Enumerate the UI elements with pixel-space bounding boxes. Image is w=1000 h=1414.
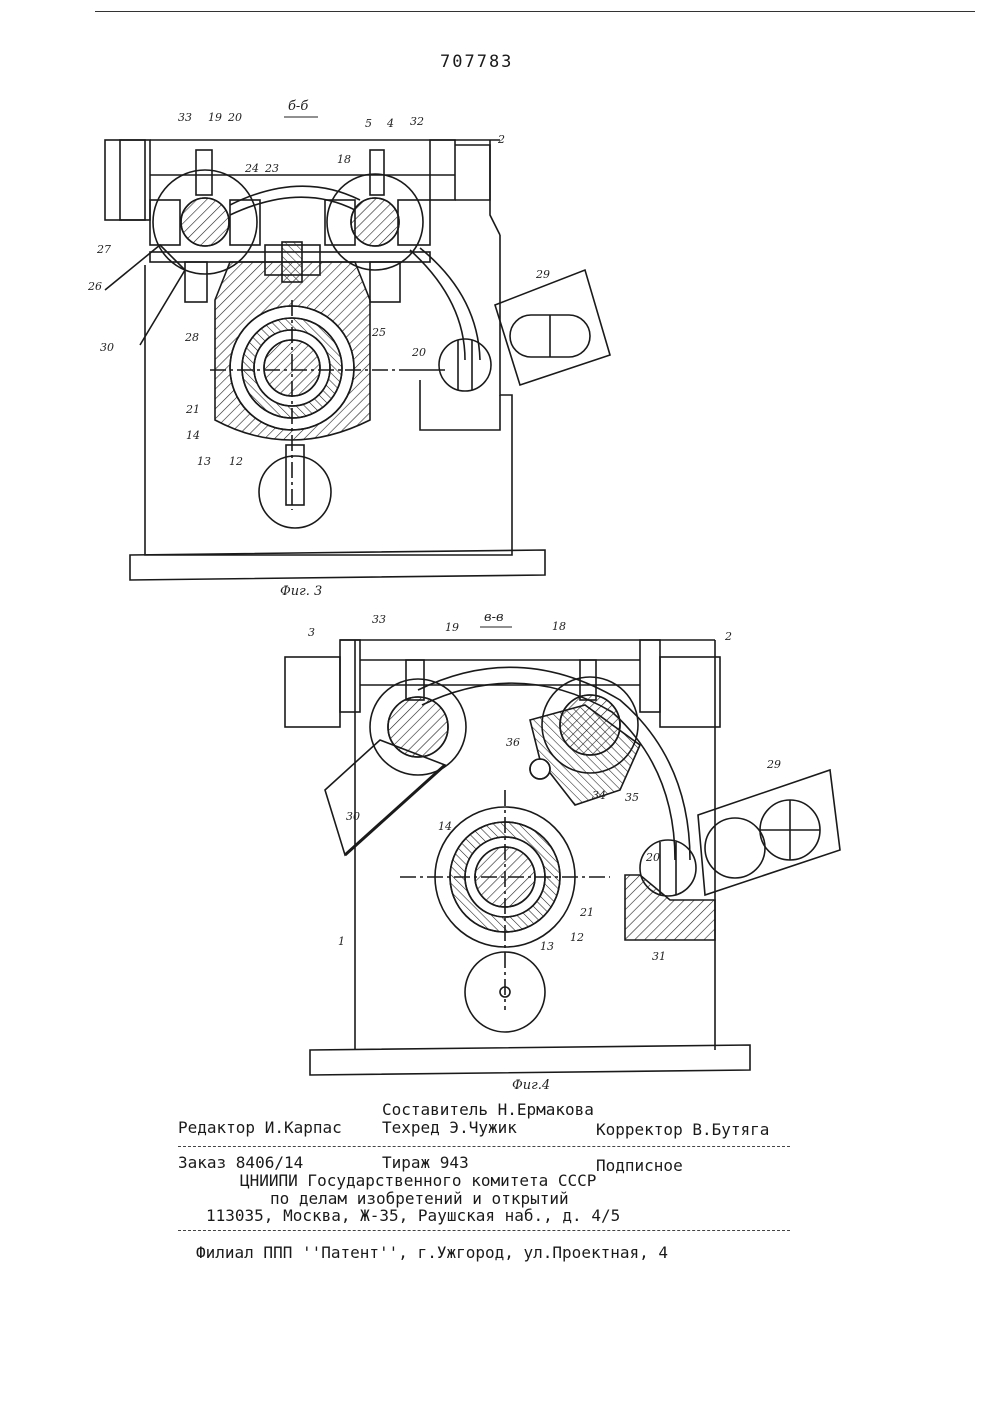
subscription: Подписное (596, 1156, 683, 1176)
svg-text:19: 19 (208, 111, 222, 124)
svg-text:34: 34 (592, 789, 606, 802)
svg-text:19: 19 (445, 621, 459, 634)
address: 113035, Москва, Ж-35, Раушская наб., д. … (206, 1206, 620, 1226)
imprint-divider-1 (178, 1146, 790, 1147)
fig3-section-title: б-б (288, 99, 308, 114)
svg-text:35: 35 (625, 791, 639, 804)
svg-text:32: 32 (410, 115, 424, 128)
svg-text:30: 30 (346, 810, 360, 823)
svg-text:33: 33 (178, 111, 192, 124)
svg-text:20: 20 (645, 851, 660, 864)
svg-text:14: 14 (438, 820, 452, 833)
fig3-caption: Фиг. 3 (280, 584, 322, 599)
fig4-caption: Фиг.4 (512, 1078, 550, 1093)
svg-text:25: 25 (371, 326, 386, 339)
svg-text:27: 27 (96, 243, 111, 256)
svg-text:14: 14 (186, 429, 200, 442)
svg-text:21: 21 (185, 403, 200, 416)
order-number: Заказ 8406/14 (178, 1153, 303, 1173)
svg-text:13: 13 (540, 940, 554, 953)
circulation: Тираж 943 (382, 1153, 469, 1173)
figure-4-drawing (285, 640, 840, 1075)
org-line-1: ЦНИИПИ Государственного комитета СССР (240, 1171, 596, 1191)
svg-text:26: 26 (87, 280, 102, 293)
compiler-credit: Составитель Н.Ермакова (382, 1100, 594, 1120)
svg-text:1: 1 (338, 935, 345, 948)
svg-text:12: 12 (570, 931, 584, 944)
svg-text:4: 4 (386, 117, 394, 130)
svg-text:21: 21 (579, 906, 594, 919)
svg-text:2: 2 (497, 133, 505, 146)
svg-text:18: 18 (552, 620, 566, 633)
figure-3-drawing (105, 140, 610, 580)
fig4-section-title: в-в (484, 610, 504, 625)
corrector-credit: Корректор В.Бутяга (596, 1120, 769, 1140)
svg-text:3: 3 (308, 626, 315, 639)
branch-address: Филиал ППП ''Патент'', г.Ужгород, ул.Про… (196, 1243, 668, 1263)
svg-text:24: 24 (244, 162, 259, 175)
svg-text:29: 29 (535, 268, 550, 281)
svg-text:23: 23 (264, 162, 279, 175)
svg-text:29: 29 (766, 758, 781, 771)
svg-text:33: 33 (372, 613, 386, 626)
svg-text:12: 12 (229, 455, 243, 468)
svg-text:20: 20 (227, 111, 242, 124)
imprint-divider-2 (178, 1230, 790, 1231)
svg-text:20: 20 (411, 346, 426, 359)
editor-credit: Редактор И.Карпас (178, 1118, 342, 1138)
svg-text:28: 28 (184, 331, 199, 344)
svg-text:36: 36 (506, 736, 520, 749)
svg-text:18: 18 (337, 153, 351, 166)
svg-text:5: 5 (365, 117, 372, 130)
techred-credit: Техред Э.Чужик (382, 1118, 517, 1138)
svg-text:31: 31 (652, 950, 666, 963)
svg-text:30: 30 (100, 341, 114, 354)
svg-text:13: 13 (197, 455, 211, 468)
svg-text:2: 2 (724, 630, 732, 643)
